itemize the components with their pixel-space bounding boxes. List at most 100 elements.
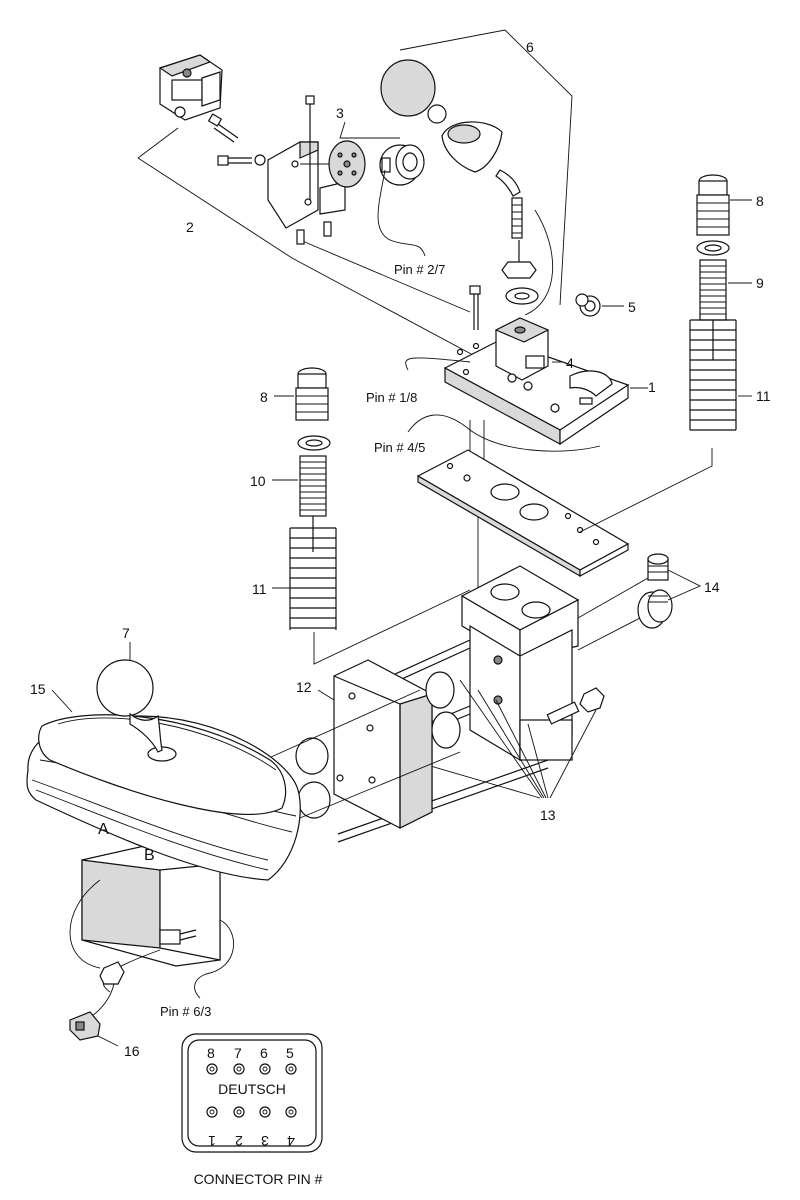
plunger-cap-8-left <box>295 367 329 421</box>
lever-group-outline <box>399 29 573 306</box>
pin-number-6: 6 <box>260 1045 268 1061</box>
bracket-group-outline <box>137 127 474 356</box>
pin-number-7: 7 <box>234 1045 242 1061</box>
pin-socket-5-center <box>288 1066 294 1072</box>
sensor-block-4 <box>494 317 550 391</box>
callout-14-leader <box>667 569 702 601</box>
callout-13: 13 <box>540 807 556 823</box>
connector-outer-frame <box>181 1033 323 1153</box>
spring-9 <box>699 259 727 360</box>
washer-right <box>696 240 730 256</box>
pin-socket-8 <box>206 1063 218 1075</box>
connector-inner-frame <box>187 1039 317 1147</box>
shifter-letter-b: B <box>144 847 155 864</box>
callout-8-left: 8 <box>260 389 268 405</box>
callout-14: 14 <box>704 579 720 595</box>
spring-alignment-line-left <box>313 589 471 665</box>
pin-socket-1 <box>206 1106 218 1118</box>
pin-number-3: 3 <box>261 1133 269 1149</box>
callout-15: 15 <box>30 681 46 697</box>
pin-socket-4 <box>285 1106 297 1118</box>
bottom-pin-row: 1 2 3 4 <box>206 1106 297 1149</box>
pin-socket-1-center <box>209 1109 215 1115</box>
callout-10: 10 <box>250 473 266 489</box>
lever-washer <box>505 287 539 305</box>
callout-4: 4 <box>566 355 574 371</box>
callout-3: 3 <box>336 105 344 121</box>
wire-harness <box>69 879 234 1017</box>
pin-socket-2 <box>233 1106 245 1118</box>
gasket-plate <box>416 449 630 578</box>
callout-16-leader <box>97 1035 119 1047</box>
spring-10 <box>299 455 327 552</box>
pin-socket-4-center <box>288 1109 294 1115</box>
shifter-lower-body <box>81 837 221 967</box>
callout-16: 16 <box>124 1043 140 1059</box>
callout-15-leader <box>51 689 73 713</box>
connector-pin-diagram: 8 7 6 5 DEUTSCH 1 2 3 4 <box>181 1033 323 1187</box>
callout-8-right: 8 <box>756 193 764 209</box>
bracket-screw <box>217 154 266 166</box>
pin-label-1-8: Pin # 1/8 <box>366 390 417 405</box>
knob-cap-6 <box>380 59 436 117</box>
callout-11-left: 11 <box>252 581 267 597</box>
callout-7: 7 <box>122 625 130 641</box>
pin-socket-3 <box>259 1106 271 1118</box>
callout-3-leader <box>339 121 400 139</box>
pin-socket-2-center <box>236 1109 242 1115</box>
callout-9: 9 <box>756 275 764 291</box>
plug-5 <box>575 293 601 317</box>
spring-alignment-line-right <box>579 448 713 533</box>
pin-number-1: 1 <box>208 1133 216 1149</box>
shifter-letters: A B <box>98 821 155 864</box>
pin-socket-6 <box>259 1063 271 1075</box>
pin-label-2-7: Pin # 2/7 <box>394 262 445 277</box>
callout-12-leader <box>317 689 335 701</box>
plate-12 <box>295 659 461 829</box>
housing-1 <box>443 339 630 446</box>
pin-label-4-5: Pin # 4/5 <box>374 440 425 455</box>
pin-socket-6-center <box>262 1066 268 1072</box>
housing-screw <box>469 285 481 330</box>
mounting-block <box>158 54 223 121</box>
lever-leader-6 <box>524 209 553 316</box>
callout-5: 5 <box>628 299 636 315</box>
callout-6: 6 <box>526 39 534 55</box>
callout-12: 12 <box>296 679 312 695</box>
spring-11-left <box>289 527 337 630</box>
pin-number-5: 5 <box>286 1045 294 1061</box>
plate-alignment-b <box>299 751 461 819</box>
callout-2: 2 <box>186 219 194 235</box>
sensor-wire-27 <box>377 169 426 257</box>
magnet-ring <box>379 144 425 186</box>
pin-labels: Pin # 2/7 Pin # 1/8 Pin # 4/5 Pin # 6/3 <box>160 262 445 1019</box>
sensor-wire-18 <box>405 357 471 371</box>
knob-body-6 <box>427 104 523 239</box>
callout-1: 1 <box>648 379 656 395</box>
pin-socket-3-center <box>262 1109 268 1115</box>
pin-number-2: 2 <box>235 1133 243 1149</box>
callout-11-right: 11 <box>756 388 771 404</box>
pin-socket-8-center <box>209 1066 215 1072</box>
angle-bracket <box>267 95 346 245</box>
pin-label-6-3: Pin # 6/3 <box>160 1004 211 1019</box>
pin-socket-7 <box>233 1063 245 1075</box>
plug-alignment-bottom <box>577 617 641 651</box>
plate-alignment-a <box>259 689 421 763</box>
valve-body <box>460 565 580 762</box>
boot-15 <box>26 714 301 881</box>
pin-number-4: 4 <box>287 1133 295 1149</box>
plug-14-top <box>647 553 669 581</box>
deutsch-plug-16 <box>69 1011 101 1041</box>
shifter-letter-a: A <box>98 821 109 838</box>
lever-nut <box>501 240 537 279</box>
connector-title: DEUTSCH <box>218 1081 286 1097</box>
plunger-cap-8-right <box>696 174 730 236</box>
pin-number-8: 8 <box>207 1045 215 1061</box>
connector-caption: CONNECTOR PIN # <box>194 1171 323 1187</box>
plug-14-bottom <box>637 589 673 629</box>
top-pin-row: 8 7 6 5 <box>206 1045 297 1075</box>
callout-numbers: 1 2 3 4 5 6 7 8 8 9 10 11 11 12 13 14 15… <box>30 39 771 1059</box>
spring-11-right <box>689 319 737 431</box>
